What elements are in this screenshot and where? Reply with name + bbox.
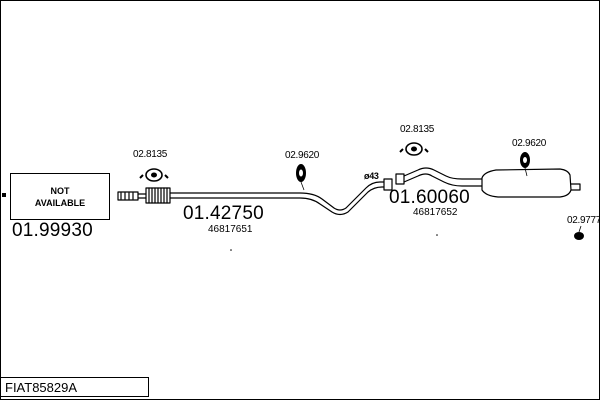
part-number-hanger-rear[interactable]: 02.8135 <box>400 124 435 135</box>
mount-tail-icon <box>574 232 584 240</box>
oe-number-front-pipe: 46817651 <box>208 224 253 235</box>
part-number-not-available[interactable]: 01.99930 <box>12 220 93 241</box>
not-available-line2: AVAILABLE <box>34 197 86 208</box>
hanger-mid-icon <box>296 164 306 182</box>
leader-line <box>524 167 528 177</box>
part-number-mount-tail[interactable]: 02.9777 <box>567 215 600 226</box>
part-number-rear-silencer[interactable]: 01.60060 <box>389 187 470 208</box>
not-available-box: NOT AVAILABLE <box>10 173 110 220</box>
reference-dot <box>230 249 232 251</box>
not-available-line1: NOT <box>50 185 70 196</box>
leader-line <box>578 225 582 233</box>
oe-number-rear-silencer: 46817652 <box>413 207 458 218</box>
clamp-diameter-label: ø43 <box>364 171 379 181</box>
part-number-hanger-front[interactable]: 02.8135 <box>133 149 168 160</box>
rear-silencer-shape <box>395 167 581 198</box>
leader-line <box>300 181 305 191</box>
edge-marker <box>2 193 6 197</box>
part-number-hanger-mid[interactable]: 02.9620 <box>285 150 320 161</box>
hanger-front-icon <box>139 168 169 182</box>
front-pipe-shape <box>117 178 393 216</box>
reference-dot <box>436 234 438 236</box>
hanger-tail-icon <box>520 152 530 168</box>
diagram-code: FIAT85829A <box>0 377 149 397</box>
hanger-rear-icon <box>399 142 429 156</box>
part-number-hanger-tail[interactable]: 02.9620 <box>512 138 547 149</box>
part-number-front-pipe[interactable]: 01.42750 <box>183 203 264 224</box>
